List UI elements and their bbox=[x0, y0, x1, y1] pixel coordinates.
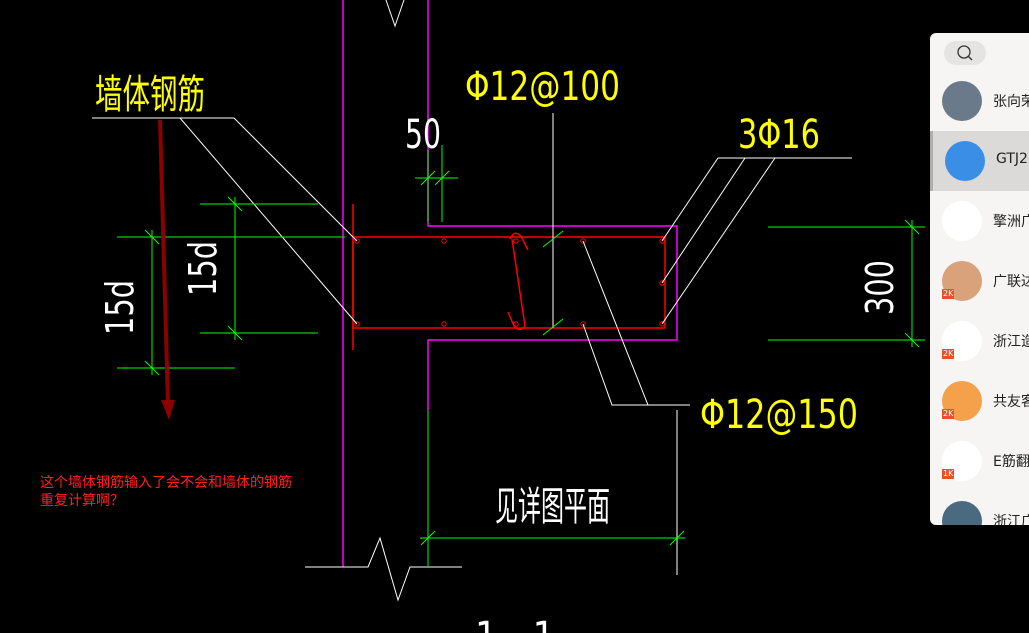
see-detail-label: 见详图平面 bbox=[495, 484, 610, 530]
avatar bbox=[945, 141, 985, 181]
leader-lines bbox=[92, 113, 852, 575]
unread-badge: 2K bbox=[942, 289, 955, 299]
rebar-dot bbox=[659, 238, 665, 244]
dim-50-label: 50 bbox=[405, 112, 441, 158]
rebar-dot bbox=[580, 321, 586, 327]
note-line-1: 这个墙体钢筋输入了会不会和墙体的钢筋 bbox=[40, 475, 292, 491]
wall-rebar-label: 墙体钢筋 bbox=[95, 72, 205, 118]
rebar-dot bbox=[354, 238, 360, 244]
rebar-dot bbox=[441, 321, 447, 327]
question-note: 这个墙体钢筋输入了会不会和墙体的钢筋 重复计算啊？ bbox=[40, 474, 340, 510]
dim-15d-outer-label: 15d bbox=[98, 280, 142, 335]
unread-badge: 2K bbox=[942, 409, 955, 419]
avatar bbox=[942, 501, 982, 525]
search-button[interactable] bbox=[944, 41, 986, 65]
chat-item[interactable]: GTJ20 bbox=[930, 131, 1029, 191]
avatar bbox=[942, 201, 982, 241]
rebar-dot bbox=[441, 238, 447, 244]
chat-item[interactable]: 浙江广 bbox=[930, 491, 1029, 525]
chat-name: 张向荣 bbox=[993, 94, 1029, 110]
annotation-arrow bbox=[158, 119, 175, 420]
dimension-lines bbox=[117, 145, 925, 567]
chat-name: 共友客 bbox=[993, 394, 1029, 410]
chat-item[interactable]: 擎洲广 bbox=[930, 191, 1029, 251]
chat-name: GTJ20 bbox=[996, 151, 1029, 167]
break-lines bbox=[305, 0, 462, 602]
search-icon bbox=[957, 45, 973, 61]
chat-name: 浙江广 bbox=[993, 514, 1029, 525]
rebar-cage bbox=[352, 204, 666, 350]
avatar bbox=[942, 81, 982, 121]
dim-300-label: 300 bbox=[858, 260, 902, 315]
chat-item[interactable]: 2K 广联达 bbox=[930, 251, 1029, 311]
rebar-3phi16-label: 3Φ16 bbox=[738, 112, 820, 158]
rebar-dot bbox=[580, 238, 586, 244]
chat-item[interactable]: 1K E筋翻 bbox=[930, 431, 1029, 491]
chat-name: 浙江造 bbox=[993, 334, 1029, 350]
rebar-dot bbox=[659, 321, 665, 327]
dim-15d-inner-label: 15d bbox=[181, 241, 225, 296]
chat-name: E筋翻 bbox=[993, 454, 1029, 470]
rebar-dot bbox=[354, 321, 360, 327]
chat-name: 广联达 bbox=[993, 274, 1029, 290]
rebar-dots bbox=[354, 238, 665, 327]
chat-name: 擎洲广 bbox=[993, 214, 1029, 230]
rebar-dot bbox=[513, 238, 519, 244]
rebar-dot bbox=[513, 321, 519, 327]
stirrup-top-label: Φ12@100 bbox=[465, 64, 620, 110]
note-line-2: 重复计算啊？ bbox=[40, 493, 124, 509]
chat-item[interactable]: 2K 共友客 bbox=[930, 371, 1029, 431]
section-label: 1—1 bbox=[475, 614, 555, 633]
chat-item[interactable]: 张向荣 bbox=[930, 71, 1029, 131]
unread-badge: 1K bbox=[942, 469, 955, 479]
chat-item[interactable]: 2K 浙江造 bbox=[930, 311, 1029, 371]
stirrup-bottom-label: Φ12@150 bbox=[700, 392, 858, 438]
rebar-dot bbox=[659, 280, 665, 286]
unread-badge: 2K bbox=[942, 349, 955, 359]
